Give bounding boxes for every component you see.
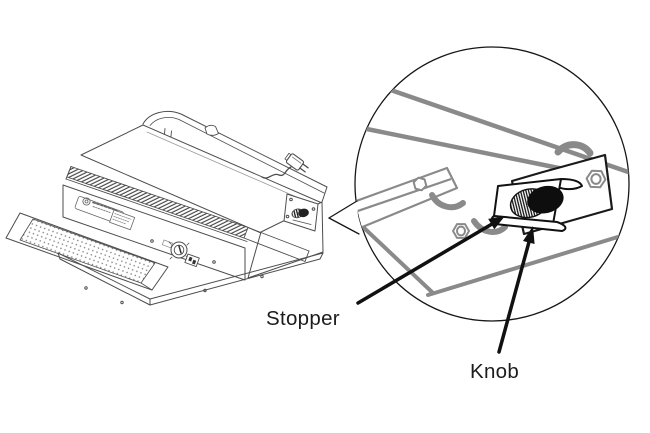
spec-label [109, 209, 136, 231]
film-roller [142, 110, 328, 203]
power-cord-plug [261, 152, 309, 179]
spring-hook [429, 192, 466, 211]
knob-label: Knob [470, 360, 519, 383]
spring-hook [471, 218, 508, 235]
panel-screw [150, 239, 154, 243]
callout-pointer [328, 200, 360, 235]
adjustment-knob-machine [283, 193, 319, 232]
detail-callout-circle [328, 46, 630, 322]
machine-illustration [5, 110, 328, 306]
temperature-dial [161, 239, 190, 260]
machine-base [57, 252, 324, 306]
panel-screw [212, 260, 216, 264]
perforated-tray [5, 212, 169, 291]
hex-bolt [412, 169, 607, 239]
knob-arrow [497, 226, 535, 354]
rail-corner [554, 141, 594, 157]
power-switch [184, 253, 200, 268]
stopper-label: Stopper [266, 307, 340, 330]
knurled-knob [509, 185, 564, 219]
seal-bar [65, 166, 310, 262]
stopper-arrow [356, 216, 505, 305]
